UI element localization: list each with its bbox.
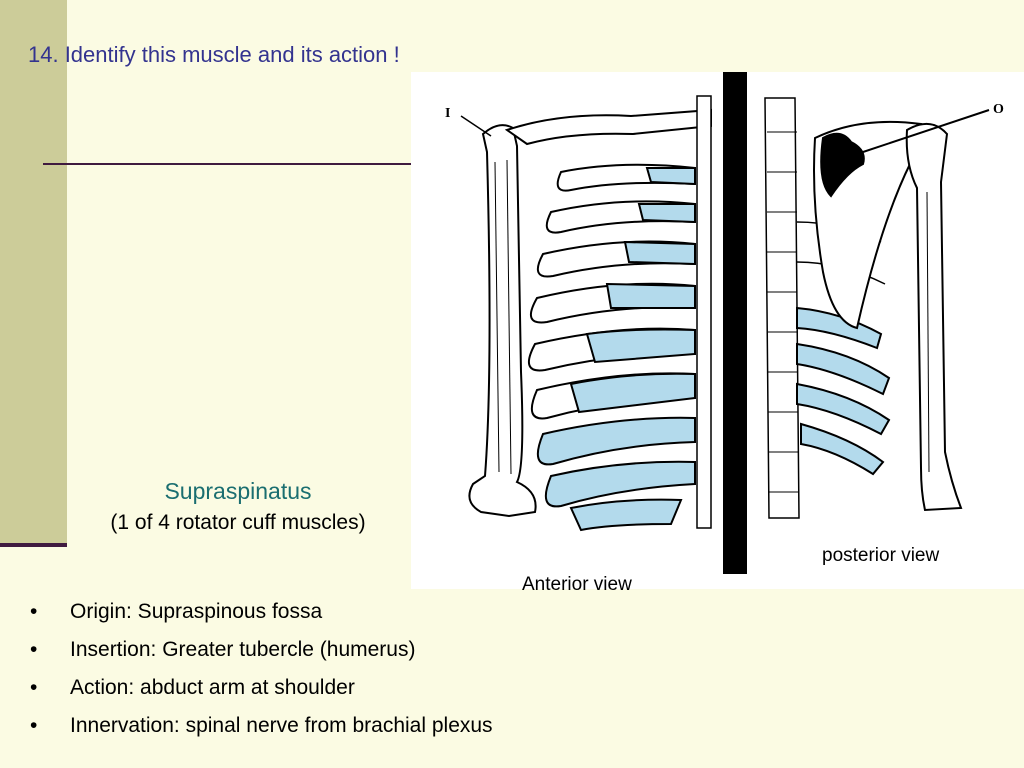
- posterior-view-drawing: [764, 97, 990, 519]
- fact-text: Insertion: Greater tubercle (humerus): [70, 638, 416, 661]
- slide-title: 14. Identify this muscle and its action …: [28, 42, 400, 67]
- view-divider: [723, 72, 747, 574]
- rib-cage-anterior: [527, 163, 696, 532]
- humerus-posterior: [905, 123, 963, 512]
- fact-item-innervation: • Innervation: spinal nerve from brachia…: [30, 714, 493, 752]
- humerus-bone: [468, 124, 537, 518]
- fact-item-origin: • Origin: Supraspinous fossa: [30, 600, 493, 638]
- fact-text: Origin: Supraspinous fossa: [70, 600, 323, 623]
- vertebral-column: [764, 97, 800, 519]
- clavicle-bone: [504, 108, 712, 146]
- insertion-marker: I: [445, 106, 451, 121]
- sidebar-rule: [0, 543, 67, 547]
- fact-list: • Origin: Supraspinous fossa • Insertion…: [30, 600, 493, 752]
- sternum: [696, 95, 712, 529]
- fact-item-action: • Action: abduct arm at shoulder: [30, 676, 493, 714]
- muscle-note: (1 of 4 rotator cuff muscles): [110, 511, 366, 534]
- muscle-name: Supraspinatus: [164, 478, 312, 504]
- anterior-view-label: Anterior view: [522, 574, 632, 595]
- bullet-icon: •: [30, 600, 38, 623]
- fact-item-insertion: • Insertion: Greater tubercle (humerus): [30, 638, 493, 676]
- fact-text: Action: abduct arm at shoulder: [70, 676, 355, 699]
- skeleton-illustration: [460, 72, 990, 574]
- origin-marker: O: [993, 102, 1004, 117]
- fact-text: Innervation: spinal nerve from brachial …: [70, 714, 493, 737]
- posterior-view-label: posterior view: [822, 545, 940, 566]
- anterior-view-drawing: [460, 95, 712, 532]
- bullet-icon: •: [30, 714, 38, 737]
- supraspinatus-muscle: [820, 132, 865, 198]
- title-rule: [43, 163, 411, 165]
- bullet-icon: •: [30, 676, 38, 699]
- bullet-icon: •: [30, 638, 38, 661]
- origin-pointer-line: [856, 109, 990, 155]
- insertion-pointer-line: [460, 115, 492, 137]
- sidebar-accent: [0, 0, 67, 547]
- rib-cage-posterior: [796, 221, 891, 476]
- anatomy-figure: I O posterior view Anterior view: [411, 72, 1024, 595]
